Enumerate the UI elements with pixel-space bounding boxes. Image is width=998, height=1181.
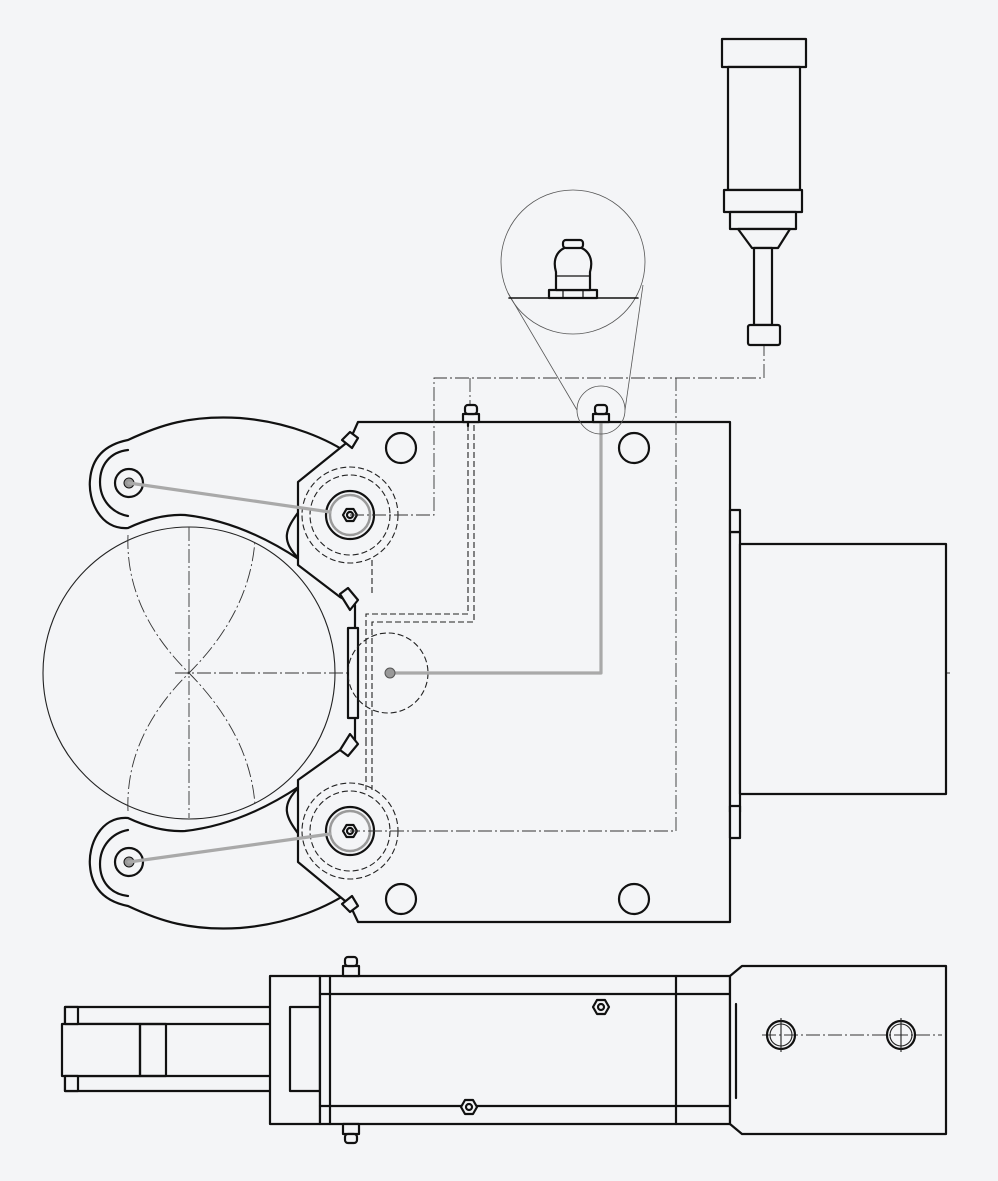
gun-barrel	[726, 65, 802, 192]
bottom-hex-nipple-lower	[459, 1098, 479, 1116]
phantom-line-upper	[350, 377, 677, 832]
grease-gun-detail	[720, 37, 808, 347]
bottom-cylinder-end	[728, 964, 948, 1136]
gun-cap	[720, 37, 808, 69]
upper-arm-pin	[113, 467, 145, 499]
hidden-channel-a	[365, 425, 469, 740]
grease-nipple-magnified-detail	[500, 189, 646, 335]
hidden-channel-d	[365, 740, 373, 790]
gun-taper	[736, 227, 792, 250]
bottom-clamp-plate	[268, 974, 322, 1126]
bottom-roller-hub-bottom	[63, 1074, 80, 1093]
mount-hole-top-right	[617, 431, 651, 465]
gun-nozzle	[752, 246, 774, 327]
bottom-roller-hub-top	[63, 1005, 80, 1026]
grease-nipple-top-left	[461, 403, 481, 428]
cylinder-housing	[738, 542, 948, 796]
bottom-hex-nipple-upper	[591, 998, 611, 1016]
construction-arc-upper	[127, 534, 256, 674]
cylinder-lug-top	[728, 508, 742, 534]
gun-collar	[722, 188, 804, 214]
lower-arm-pin	[113, 846, 145, 878]
construction-arc-lower	[127, 672, 256, 812]
upper-jaw-arm-inner-edge	[98, 448, 130, 518]
upper-v-pad	[338, 586, 360, 612]
lower-v-pad	[338, 732, 360, 758]
cylinder-lug-bottom	[728, 804, 742, 840]
lower-jaw-tip-block	[340, 894, 360, 914]
gun-collar-lower	[728, 210, 798, 231]
cylinder-flange	[728, 530, 742, 814]
grease-line-upper-arm	[127, 481, 332, 514]
bottom-roller	[60, 1022, 142, 1078]
magnifier-leader-right	[624, 284, 644, 411]
upper-pivot-boss-ring	[328, 493, 372, 537]
mount-hole-bottom-left	[384, 882, 418, 916]
mount-hole-bottom-right	[617, 882, 651, 916]
bottom-roller-face	[138, 1022, 168, 1078]
grease-point-center	[384, 667, 396, 679]
grease-nipple-top-right	[591, 403, 611, 424]
phantom-line-gun	[676, 345, 765, 379]
upper-jaw-tip-block	[340, 430, 360, 450]
grease-line-lower-arm	[127, 832, 332, 864]
center-shoe	[346, 626, 360, 720]
magnifier-leader-left	[507, 292, 578, 411]
gun-nozzle-tip	[746, 323, 782, 347]
bottom-view	[60, 955, 948, 1145]
grease-line-center	[388, 418, 603, 675]
bottom-body	[318, 974, 732, 1126]
bottom-grease-nipple-bottom	[341, 1122, 361, 1145]
lower-jaw-arm-inner-edge	[98, 828, 130, 898]
front-view	[42, 189, 950, 930]
hidden-channel-b	[371, 425, 475, 740]
bottom-grease-nipple-top	[341, 955, 361, 978]
mount-hole-top-left	[384, 431, 418, 465]
